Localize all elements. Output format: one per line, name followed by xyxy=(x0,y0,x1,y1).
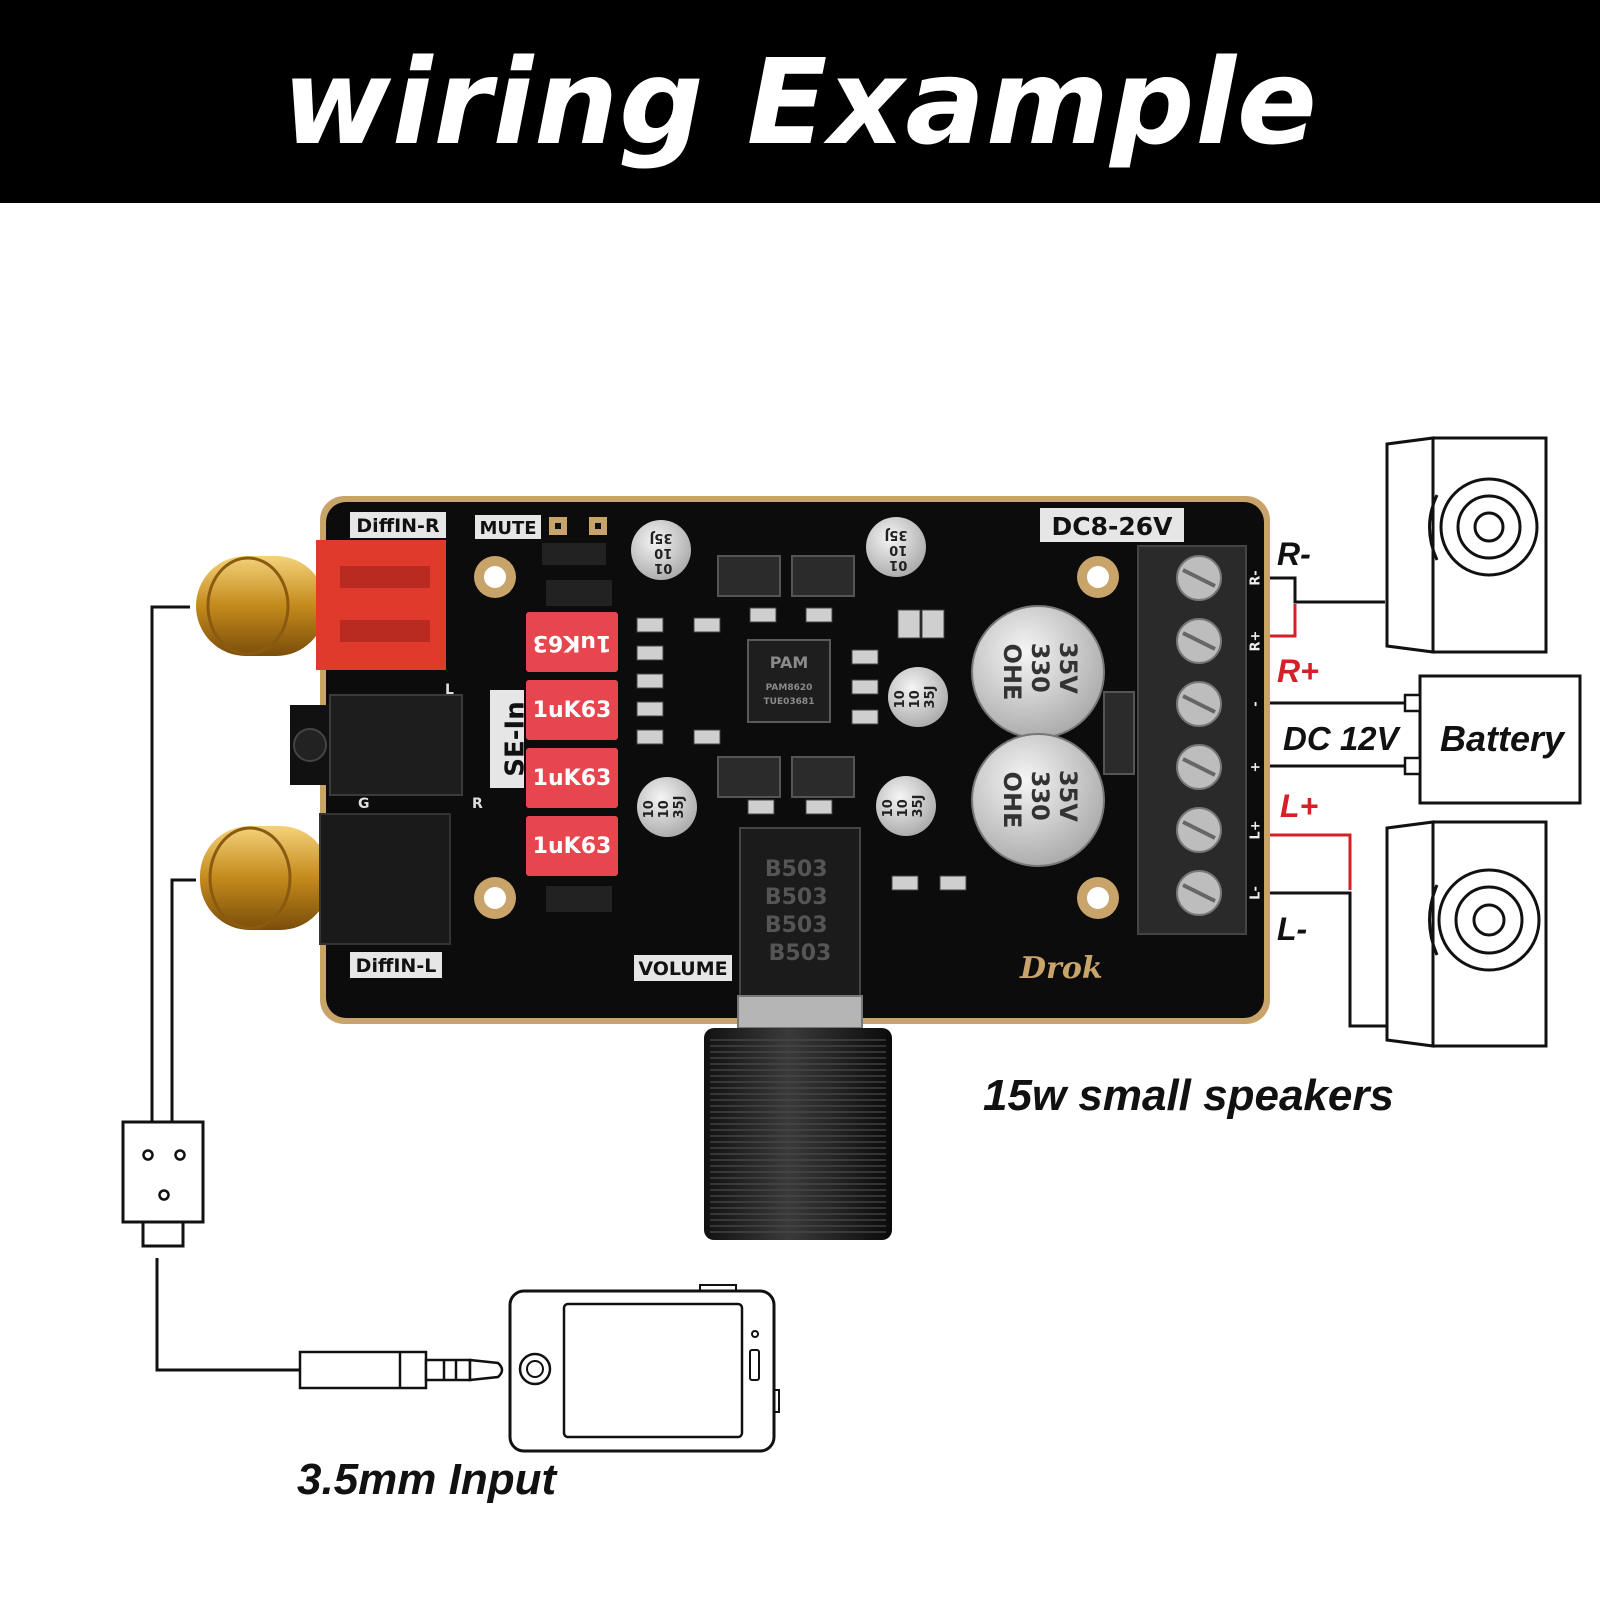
brand-logo: Drok xyxy=(1019,951,1103,986)
terminal-pin-label: L+ xyxy=(1249,820,1264,839)
film-capacitor: 1uK63 xyxy=(526,612,618,672)
svg-text:1uK63: 1uK63 xyxy=(533,766,612,791)
film-capacitors: 1uK63 1uK63 1uK63 1uK63 xyxy=(526,612,618,876)
large-capacitor: 35V 330 OHE xyxy=(971,605,1105,739)
terminal-pin-label: - xyxy=(1249,701,1264,706)
screw-slot xyxy=(1182,568,1216,588)
header-top xyxy=(546,580,612,606)
label-r-plus: R+ xyxy=(1277,653,1319,689)
screw-slot xyxy=(1182,694,1216,714)
terminal-pin-label: R+ xyxy=(1249,631,1264,652)
amplifier-chip: PAM PAM8620 TUE03681 xyxy=(747,639,831,723)
battery: Battery xyxy=(1403,674,1582,805)
silk-diffin-l: DiffIN-L xyxy=(350,952,442,978)
small-capacitor: 01 10 35J xyxy=(631,520,691,580)
svg-text:35V 330 OH: 35V 330 OHE xyxy=(998,642,1082,702)
silk-diffin-r: DiffIN-R xyxy=(350,512,446,538)
volume-potentiometer: B503 B503 B503 B503 xyxy=(737,827,863,1029)
jack-3-5mm xyxy=(290,694,463,796)
title-bar: wiring Example xyxy=(0,0,1600,203)
svg-text:10 10 35J: 10 10 35J xyxy=(642,796,687,819)
svg-text:1uK63: 1uK63 xyxy=(533,630,612,655)
svg-text:MUTE: MUTE xyxy=(479,518,536,539)
speaker-left xyxy=(1385,820,1548,1048)
y-splitter xyxy=(121,1120,205,1248)
silk-jack-r: R xyxy=(472,796,483,812)
label-dc-12v: DC 12V xyxy=(1283,720,1402,757)
screw-slot xyxy=(1182,883,1216,903)
svg-text:VOLUME: VOLUME xyxy=(638,958,727,980)
svg-text:1uK63: 1uK63 xyxy=(533,698,612,723)
large-capacitors: 35V 330 OHE 35V 330 OHE xyxy=(971,605,1105,867)
small-capacitor: 10 10 35J xyxy=(637,777,697,837)
screw-terminal: R- R+ - + L+ L- xyxy=(1137,545,1264,935)
phone-icon xyxy=(508,1284,780,1453)
speakers-caption: 15w small speakers xyxy=(983,1071,1394,1120)
svg-text:B503 B503 B503: B503 B503 B503 B503 xyxy=(765,857,835,966)
label-l-minus: L- xyxy=(1277,911,1307,947)
amplifier-board: DiffIN-R MUTE DC8-26V DiffIN-L VOLUME SE… xyxy=(196,496,1270,1029)
terminal-pin-label: + xyxy=(1249,762,1264,773)
rca-jack-right xyxy=(196,540,446,670)
svg-text:SE-In: SE-In xyxy=(501,701,531,776)
terminal-pin-label: L- xyxy=(1249,886,1264,900)
silk-volume: VOLUME xyxy=(634,955,732,981)
silk-jack-l: L xyxy=(445,682,454,698)
input-wires xyxy=(150,605,300,1372)
svg-text:DiffIN-L: DiffIN-L xyxy=(356,955,437,977)
silk-dc-range: DC8-26V xyxy=(1040,508,1184,542)
svg-text:10 10 35J: 10 10 35J xyxy=(881,795,926,818)
screw-slot xyxy=(1182,631,1216,651)
inductors xyxy=(717,555,1135,798)
audio-plug-3-5mm xyxy=(298,1350,504,1390)
speaker-right xyxy=(1385,436,1548,654)
svg-text:DiffIN-R: DiffIN-R xyxy=(356,515,440,537)
small-capacitors: 01 10 35J 01 10 35J 10 10 35J xyxy=(631,517,948,837)
mounting-holes xyxy=(474,556,1119,919)
silk-se-in: SE-In xyxy=(490,690,531,788)
smd-components xyxy=(636,607,967,891)
input-caption: 3.5mm Input xyxy=(297,1455,558,1504)
silk-mute: MUTE xyxy=(475,515,607,539)
svg-text:10 10 35J: 10 10 35J xyxy=(893,686,938,709)
svg-text:01 10 35J: 01 10 35J xyxy=(650,530,673,575)
screw-slot xyxy=(1182,757,1216,777)
svg-text:PAM: PAM xyxy=(770,653,809,672)
small-capacitor: 10 10 35J xyxy=(888,667,948,727)
svg-text:01 10 35J: 01 10 35J xyxy=(885,527,908,572)
terminal-pin-label: R- xyxy=(1249,570,1264,585)
volume-knob[interactable] xyxy=(704,1028,892,1240)
label-l-plus: L+ xyxy=(1280,788,1318,824)
film-capacitor: 1uK63 xyxy=(526,748,618,808)
page-title: wiring Example xyxy=(282,32,1318,171)
screw-slot xyxy=(1182,820,1216,840)
battery-label: Battery xyxy=(1440,718,1566,759)
label-r-minus: R- xyxy=(1277,536,1311,572)
svg-text:PAM8620: PAM8620 xyxy=(766,683,813,693)
rca-jack-left xyxy=(200,813,451,945)
large-capacitor: 35V 330 OHE xyxy=(971,733,1105,867)
svg-text:35V 330 OH: 35V 330 OHE xyxy=(998,770,1082,830)
silk-jack-g: G xyxy=(358,796,370,812)
film-capacitor: 1uK63 xyxy=(526,816,618,876)
header-bottom xyxy=(546,886,612,912)
svg-text:1uK63: 1uK63 xyxy=(533,834,612,859)
svg-text:TUE03681: TUE03681 xyxy=(764,697,815,707)
svg-text:DC8-26V: DC8-26V xyxy=(1051,512,1173,541)
small-capacitor: 10 10 35J xyxy=(876,776,936,836)
mute-header xyxy=(542,543,606,565)
small-capacitor: 01 10 35J xyxy=(866,517,926,577)
film-capacitor: 1uK63 xyxy=(526,680,618,740)
